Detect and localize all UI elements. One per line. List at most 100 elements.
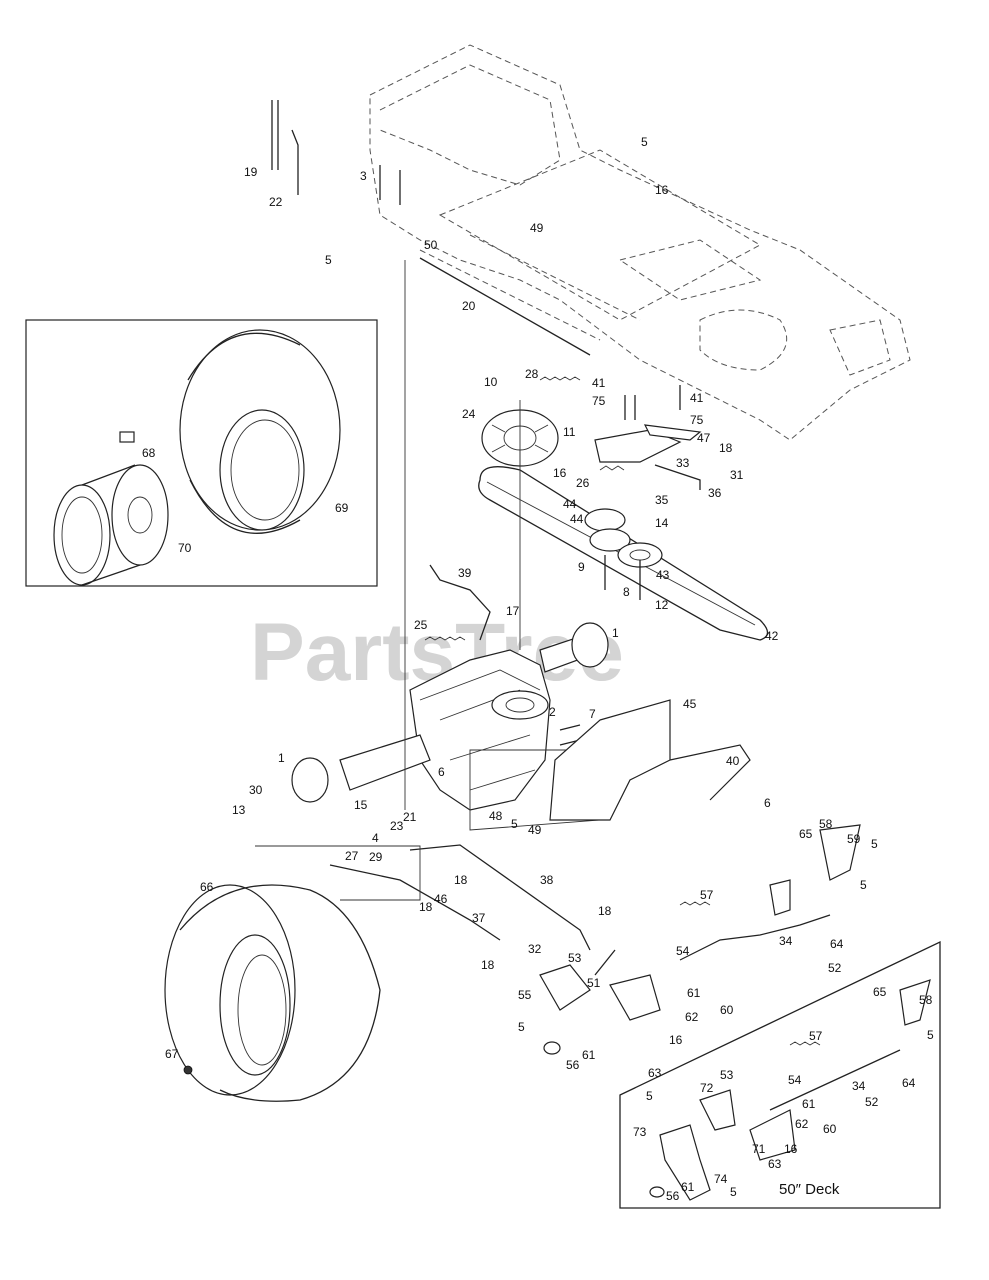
part-callout-18: 18	[719, 441, 733, 455]
part-callout-75: 75	[690, 413, 704, 427]
rim-illustration	[53, 431, 169, 586]
part-callout-5: 5	[730, 1185, 737, 1199]
part-callout-6: 6	[764, 796, 771, 810]
rods-and-cables	[271, 100, 701, 951]
part-callout-23: 23	[390, 819, 404, 833]
part-callout-14: 14	[655, 516, 669, 530]
part-callout-72: 72	[700, 1081, 714, 1095]
part-callout-5: 5	[860, 878, 867, 892]
part-callout-66: 66	[200, 880, 214, 894]
part-callout-28: 28	[525, 367, 539, 381]
part-callout-56: 56	[666, 1189, 680, 1203]
deck-inset-label: 50″ Deck	[779, 1181, 840, 1198]
part-callout-65: 65	[799, 827, 813, 841]
part-callout-5: 5	[871, 837, 878, 851]
deck-inset: 50″ Deck	[619, 940, 941, 1209]
part-callout-42: 42	[765, 629, 779, 643]
part-callout-18: 18	[481, 958, 495, 972]
part-callout-32: 32	[528, 942, 542, 956]
part-callout-47: 47	[697, 431, 711, 445]
frame-chassis	[369, 44, 911, 441]
part-callout-20: 20	[462, 299, 476, 313]
part-callout-5: 5	[646, 1089, 653, 1103]
part-callout-65: 65	[873, 985, 887, 999]
part-callout-40: 40	[726, 754, 740, 768]
part-callout-37: 37	[472, 911, 486, 925]
part-callout-44: 44	[570, 512, 584, 526]
part-callout-49: 49	[530, 221, 544, 235]
part-callout-67: 67	[165, 1047, 179, 1061]
part-callout-15: 15	[354, 798, 368, 812]
part-callout-52: 52	[828, 961, 842, 975]
part-callout-71: 71	[752, 1142, 766, 1156]
part-callout-58: 58	[819, 817, 833, 831]
part-callout-64: 64	[902, 1076, 916, 1090]
part-callout-52: 52	[865, 1095, 879, 1109]
part-callout-4: 4	[372, 831, 379, 845]
part-callout-57: 57	[809, 1029, 823, 1043]
part-callout-5: 5	[927, 1028, 934, 1042]
part-callout-61: 61	[582, 1048, 596, 1062]
part-callout-48: 48	[489, 809, 503, 823]
part-callout-8: 8	[623, 585, 630, 599]
part-callout-46: 46	[434, 892, 448, 906]
part-callout-60: 60	[720, 1003, 734, 1017]
part-callout-1: 1	[612, 626, 619, 640]
part-callout-60: 60	[823, 1122, 837, 1136]
part-callout-75: 75	[592, 394, 606, 408]
part-callout-2: 2	[549, 705, 556, 719]
part-callout-63: 63	[648, 1066, 662, 1080]
part-callout-58: 58	[919, 993, 933, 1007]
part-callout-29: 29	[369, 850, 383, 864]
part-callout-61: 61	[681, 1180, 695, 1194]
part-callout-19: 19	[244, 165, 258, 179]
part-callout-31: 31	[730, 468, 744, 482]
part-callout-21: 21	[403, 810, 417, 824]
transaxle-assembly	[291, 622, 609, 811]
part-callout-53: 53	[568, 951, 582, 965]
drive-belt-system	[478, 466, 769, 641]
part-callout-18: 18	[454, 873, 468, 887]
part-callout-5: 5	[641, 135, 648, 149]
part-callout-33: 33	[676, 456, 690, 470]
part-callout-68: 68	[142, 446, 156, 460]
part-callout-30: 30	[249, 783, 263, 797]
part-callout-61: 61	[687, 986, 701, 1000]
part-callout-16: 16	[669, 1033, 683, 1047]
part-callout-41: 41	[690, 391, 704, 405]
part-callout-5: 5	[518, 1020, 525, 1034]
part-callout-22: 22	[269, 195, 283, 209]
part-callout-62: 62	[795, 1117, 809, 1131]
part-callout-17: 17	[506, 604, 520, 618]
part-callout-18: 18	[598, 904, 612, 918]
part-callout-55: 55	[518, 988, 532, 1002]
part-callout-10: 10	[484, 375, 498, 389]
part-callout-54: 54	[788, 1073, 802, 1087]
part-callout-38: 38	[540, 873, 554, 887]
part-callout-51: 51	[587, 976, 601, 990]
part-callout-39: 39	[458, 566, 472, 580]
part-callout-61: 61	[802, 1097, 816, 1111]
part-callout-44: 44	[563, 497, 577, 511]
part-callout-34: 34	[852, 1079, 866, 1093]
part-callout-1: 1	[278, 751, 285, 765]
part-callout-6: 6	[438, 765, 445, 779]
part-callout-59: 59	[847, 832, 861, 846]
brackets	[539, 699, 861, 1055]
part-callout-27: 27	[345, 849, 359, 863]
inset-box-rear-wheel	[25, 319, 378, 587]
part-callout-54: 54	[676, 944, 690, 958]
part-callout-53: 53	[720, 1068, 734, 1082]
part-callout-18: 18	[419, 900, 433, 914]
part-callout-13: 13	[232, 803, 246, 817]
tire-illustration	[179, 329, 341, 534]
part-callout-34: 34	[779, 934, 793, 948]
part-callout-16: 16	[784, 1142, 798, 1156]
part-callout-36: 36	[708, 486, 722, 500]
part-callout-25: 25	[414, 618, 428, 632]
part-callout-49: 49	[528, 823, 542, 837]
part-callout-64: 64	[830, 937, 844, 951]
part-callout-70: 70	[178, 541, 192, 555]
